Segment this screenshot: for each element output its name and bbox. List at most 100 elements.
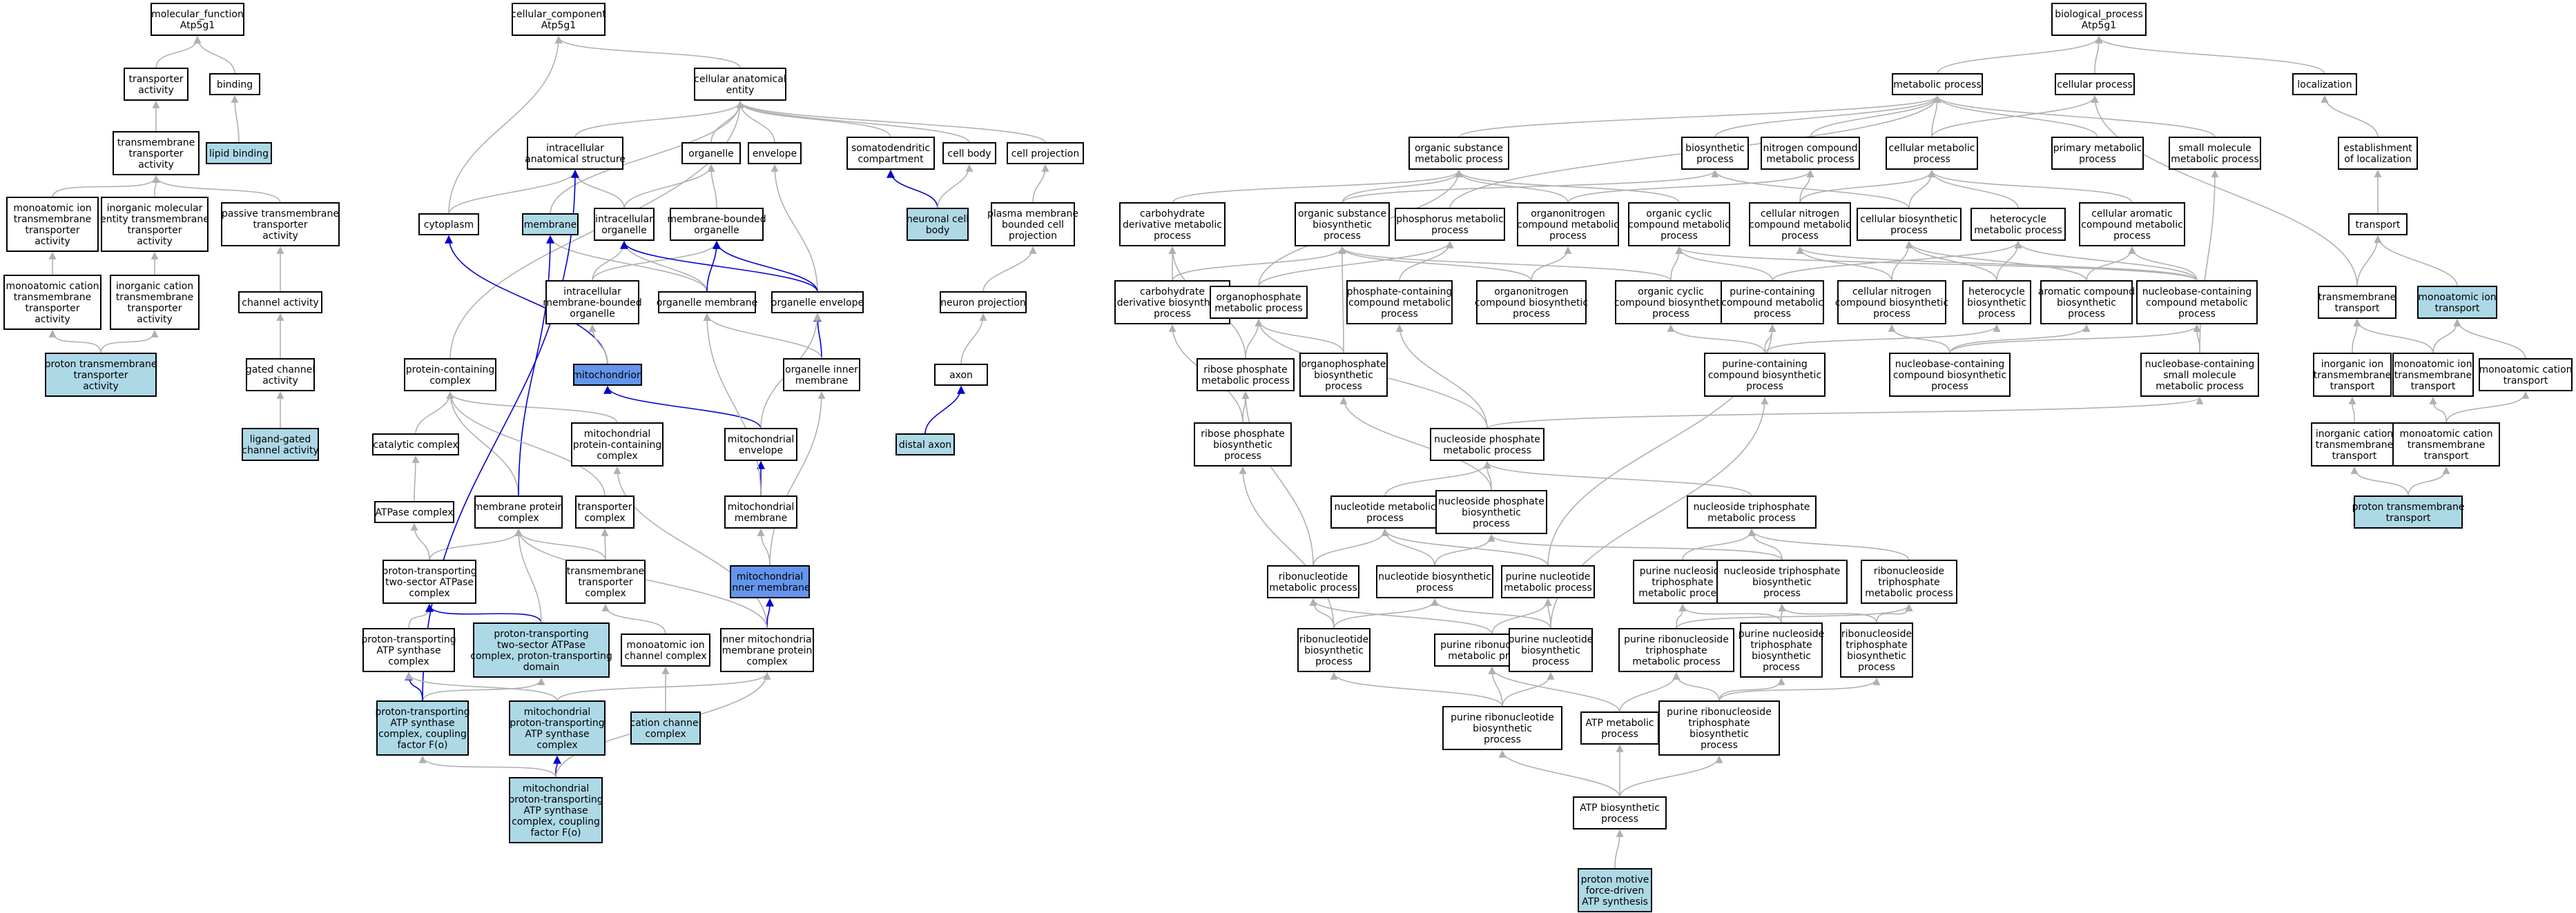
term-node-purine-ribonucleoside-triphosphate-metabolic[interactable]: purine ribonucleosidetriphosphatemetabol…: [1618, 628, 1734, 672]
term-node-transport[interactable]: transport: [2348, 213, 2408, 235]
term-node-cytoplasm[interactable]: cytoplasm: [418, 213, 479, 235]
term-node-cell-body[interactable]: cell body: [942, 142, 996, 164]
term-node-organelle[interactable]: organelle: [681, 142, 741, 164]
term-node-cellular-process[interactable]: cellular process: [2055, 73, 2135, 95]
term-node-mitochondrion[interactable]: mitochondrion: [572, 364, 643, 386]
term-node-inorganic-cation-tm[interactable]: inorganic cationtransmembranetransporter…: [110, 275, 200, 330]
term-node-organelle-envelope[interactable]: organelle envelope: [771, 291, 864, 313]
term-node-nucleoside-triphosphate-biosynthetic[interactable]: nucleoside triphosphatebiosyntheticproce…: [1716, 560, 1848, 604]
term-node-distal-axon[interactable]: distal axon: [895, 433, 955, 455]
term-node-ribonucleoside-triphosphate-biosynthetic[interactable]: ribonucleosidetriphosphatebiosyntheticpr…: [1840, 622, 1913, 678]
term-node-localization[interactable]: localization: [2292, 73, 2357, 95]
term-node-membrane[interactable]: membrane: [522, 213, 579, 235]
term-node-purine-ribonucleoside-triphosphate-biosynthetic[interactable]: purine ribonucleosidetriphosphatebiosynt…: [1658, 700, 1780, 756]
term-node-organelle-membrane[interactable]: organelle membrane: [657, 291, 757, 313]
term-node-lipid-binding[interactable]: lipid binding: [206, 142, 272, 164]
term-node-cell-projection[interactable]: cell projection: [1007, 142, 1084, 164]
term-node-monoatomic-cation-tm[interactable]: monoatomic cationtransmembranetransporte…: [3, 275, 101, 330]
term-node-neuron-projection[interactable]: neuron projection: [940, 291, 1027, 313]
term-node-purine-nucleoside-triphosphate-biosynthetic[interactable]: purine nucleosidetriphosphatebiosyntheti…: [1739, 622, 1825, 678]
term-node-binding[interactable]: binding: [209, 73, 260, 95]
term-node-atpase-complex[interactable]: ATPase complex: [374, 501, 454, 523]
